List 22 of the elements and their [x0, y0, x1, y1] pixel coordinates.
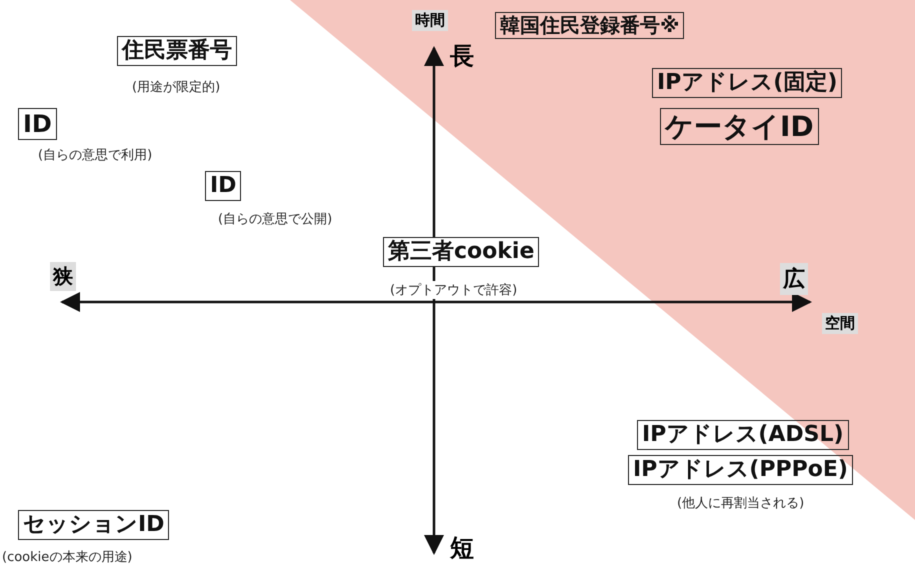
label-box: IPアドレス(固定) — [652, 68, 842, 98]
label-box: ケータイID — [660, 108, 819, 145]
node-label: (自らの意思で公開) — [218, 211, 332, 228]
label-box: 韓国住民登録番号※ — [495, 12, 684, 39]
label-box: 住民票番号 — [117, 36, 237, 66]
axis-label: 時間 — [412, 10, 448, 31]
axis-label: 空間 — [822, 313, 858, 334]
label-box: IPアドレス(PPPoE) — [628, 455, 853, 484]
label-box: ID — [205, 171, 242, 200]
node-label: (自らの意思で利用) — [38, 147, 152, 164]
node-label: (用途が限定的) — [132, 79, 220, 96]
node-label: (他人に再割当される) — [677, 495, 804, 512]
node-label: (cookieの本来の用途) — [2, 549, 132, 566]
label-box: セッションID — [18, 510, 170, 540]
label-box: 第三者cookie — [383, 237, 540, 266]
axis-label: 短 — [450, 533, 474, 564]
axis-label: 広 — [780, 263, 808, 295]
label-box: ID — [18, 108, 57, 140]
axis-label: 長 — [450, 41, 474, 72]
label-box: IPアドレス(ADSL) — [637, 420, 849, 450]
node-label: (オプトアウトで許容) — [390, 281, 518, 299]
axis-label: 狭 — [50, 262, 76, 291]
